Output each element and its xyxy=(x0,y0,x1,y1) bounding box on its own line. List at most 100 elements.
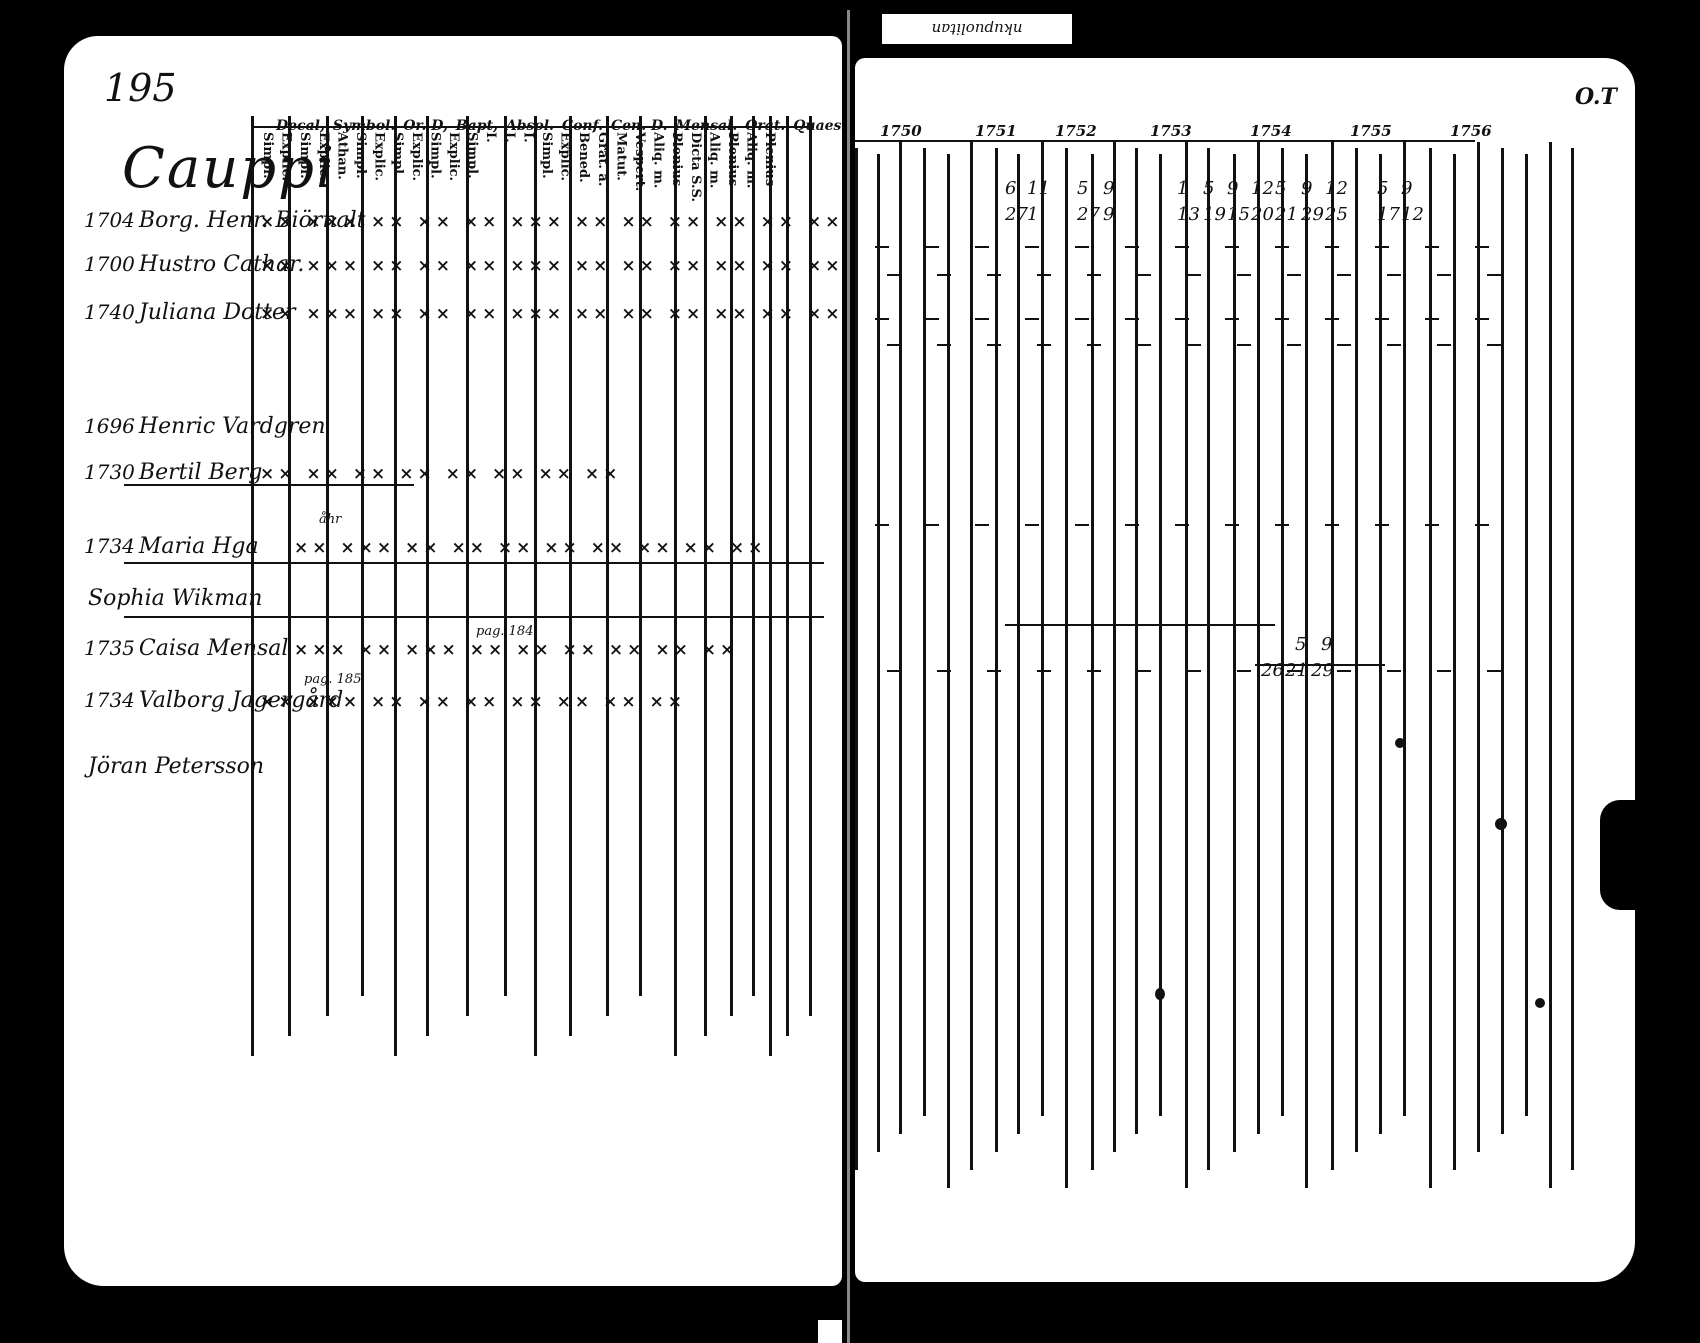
entry-marks: ×× ××× ×× ×× ×× ×× ×× ×× ×× xyxy=(260,692,686,712)
ink-dash xyxy=(1125,524,1139,526)
number-entry: 1 xyxy=(1177,178,1189,199)
ink-dash xyxy=(975,246,989,248)
ink-dash xyxy=(1075,524,1089,526)
entry-name: Borg. Henr. Biörnalt xyxy=(138,208,366,233)
entry-name: Bertil Berg xyxy=(138,460,263,485)
column-rule xyxy=(1477,142,1480,1152)
ink-dash xyxy=(1487,344,1501,346)
column-rule xyxy=(1501,148,1504,1134)
ink-dash xyxy=(1487,274,1501,276)
number-entry: 29 xyxy=(1301,204,1324,225)
ink-dash xyxy=(1175,246,1189,248)
column-rule xyxy=(1379,154,1382,1134)
ink-dash xyxy=(925,246,939,248)
ink-dash xyxy=(1275,524,1289,526)
column-rule xyxy=(394,116,397,1056)
ink-dash xyxy=(1225,246,1239,248)
row-rule xyxy=(1005,624,1275,626)
header-column: Simpl. xyxy=(390,132,406,179)
ink-dash xyxy=(1087,344,1101,346)
header-column: Dicta S.S. xyxy=(687,132,703,202)
header-column: Athan. xyxy=(334,132,350,180)
corner-mark: O.T xyxy=(1575,84,1617,110)
column-rule xyxy=(1041,142,1044,1116)
column-rule xyxy=(1429,148,1432,1188)
ink-dash xyxy=(987,670,1001,672)
ink-dash xyxy=(1337,670,1351,672)
header-column: Matut. xyxy=(613,132,629,181)
entry-year: 1734 xyxy=(84,688,135,712)
clip-shadow xyxy=(1600,800,1640,910)
entry-marks: ××× ×× ××× ×× ×× ×× ×× ×× ×× xyxy=(294,640,739,660)
column-rule xyxy=(674,116,677,1056)
column-rule xyxy=(288,116,291,1036)
row-rule xyxy=(124,562,824,564)
ink-dash xyxy=(1375,318,1389,320)
column-rule xyxy=(877,154,880,1152)
header-column: Explic. xyxy=(557,132,573,182)
ink-dash xyxy=(1387,670,1401,672)
ink-dash xyxy=(1387,344,1401,346)
column-rule xyxy=(1233,154,1236,1152)
number-entry: 5 xyxy=(1275,178,1287,199)
column-rule xyxy=(1091,154,1094,1170)
ink-dash xyxy=(1425,318,1439,320)
entry-year: 1696 xyxy=(84,414,135,438)
number-entry: 9 xyxy=(1301,178,1313,199)
entry-marks: ×× ××× ×× ×× ×× ××× ×× ×× ×× ×× ×× ×× xyxy=(260,304,842,324)
column-rule xyxy=(730,116,733,1016)
column-rule xyxy=(995,148,998,1152)
ink-dash xyxy=(1037,344,1051,346)
column-rule xyxy=(1065,148,1068,1188)
entry-name: Caisa Mensal xyxy=(138,636,289,661)
ink-dash xyxy=(1237,670,1251,672)
header-column: I. xyxy=(501,132,517,143)
entry-name: Valborg Jagergård xyxy=(138,688,344,713)
header-column: Simpl. xyxy=(297,132,313,179)
column-rule xyxy=(1113,142,1116,1152)
header-column: I. xyxy=(520,132,536,143)
column-rule xyxy=(1185,142,1188,1188)
number-entry: 5 xyxy=(1295,634,1307,655)
column-rule xyxy=(1305,154,1308,1188)
header-rule xyxy=(254,126,814,128)
ink-dash xyxy=(1337,274,1351,276)
year-header: 1752 xyxy=(1055,122,1097,140)
column-rule xyxy=(606,116,609,1016)
number-entry: 21 xyxy=(1275,204,1298,225)
ink-dash xyxy=(1037,274,1051,276)
header-column: Simpl. xyxy=(427,132,443,179)
ink-dash xyxy=(987,344,1001,346)
number-entry: 27 xyxy=(1005,204,1028,225)
ink-dash xyxy=(1087,274,1101,276)
ink-dash xyxy=(1487,670,1501,672)
entry-name: Henric Vardgren xyxy=(138,414,326,439)
column-rule xyxy=(1017,154,1020,1134)
ink-dash xyxy=(1437,344,1451,346)
ink-dash xyxy=(1325,318,1339,320)
ink-dash xyxy=(1125,318,1139,320)
column-rule xyxy=(1207,148,1210,1170)
entry-year: 1700 xyxy=(84,252,135,276)
column-rule xyxy=(769,116,772,1056)
ink-dash xyxy=(1437,670,1451,672)
paper-edge xyxy=(818,1320,842,1343)
ink-dash xyxy=(875,246,889,248)
ink-dash xyxy=(1437,274,1451,276)
ink-dash xyxy=(1025,246,1039,248)
ink-dash xyxy=(1237,344,1251,346)
ink-dash xyxy=(1037,670,1051,672)
header-column: Aliq. m. xyxy=(650,132,666,189)
header-rule xyxy=(855,140,1475,142)
ink-dash xyxy=(875,318,889,320)
number-entry: 9 xyxy=(1103,178,1115,199)
number-entry: 20 xyxy=(1251,204,1274,225)
year-header: 1750 xyxy=(880,122,922,140)
ink-dash xyxy=(1475,318,1489,320)
column-rule xyxy=(899,142,902,1134)
